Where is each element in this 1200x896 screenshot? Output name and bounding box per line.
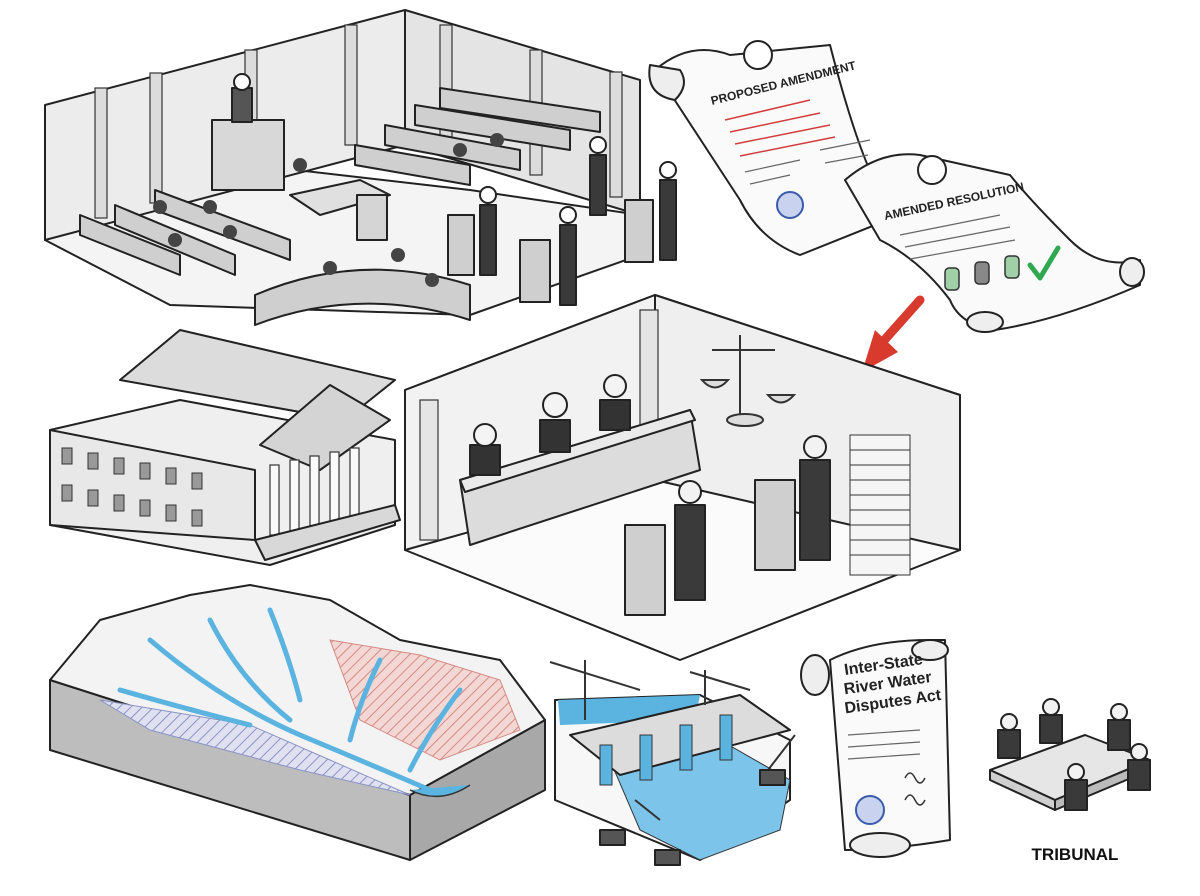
seal-icon [743, 40, 773, 70]
tribunal-label: TRIBUNAL [1032, 845, 1119, 864]
tribunal-meeting: TRIBUNAL [989, 698, 1151, 864]
scale-icon [699, 335, 797, 427]
amended-resolution-scroll: AMENDED RESOLUTION [844, 153, 1145, 333]
proposed-amendment-scroll: PROPOSED AMENDMENT [648, 40, 901, 256]
raised-hand-icon [1004, 255, 1020, 279]
dam-construction [549, 660, 796, 866]
check-icon [1027, 245, 1061, 281]
legislative-hall [44, 9, 677, 326]
supreme-court-building [49, 329, 401, 566]
seal-icon [776, 191, 804, 219]
raised-hand-icon [944, 267, 960, 291]
act-scroll: Inter-State River Water Disputes Act [800, 639, 951, 858]
seal-icon [855, 795, 885, 825]
raised-hand-icon [974, 261, 990, 285]
courtroom [404, 294, 961, 661]
red-arrow-icon [862, 295, 925, 372]
river-basin-terrain [49, 584, 546, 861]
seal-icon [917, 155, 947, 185]
